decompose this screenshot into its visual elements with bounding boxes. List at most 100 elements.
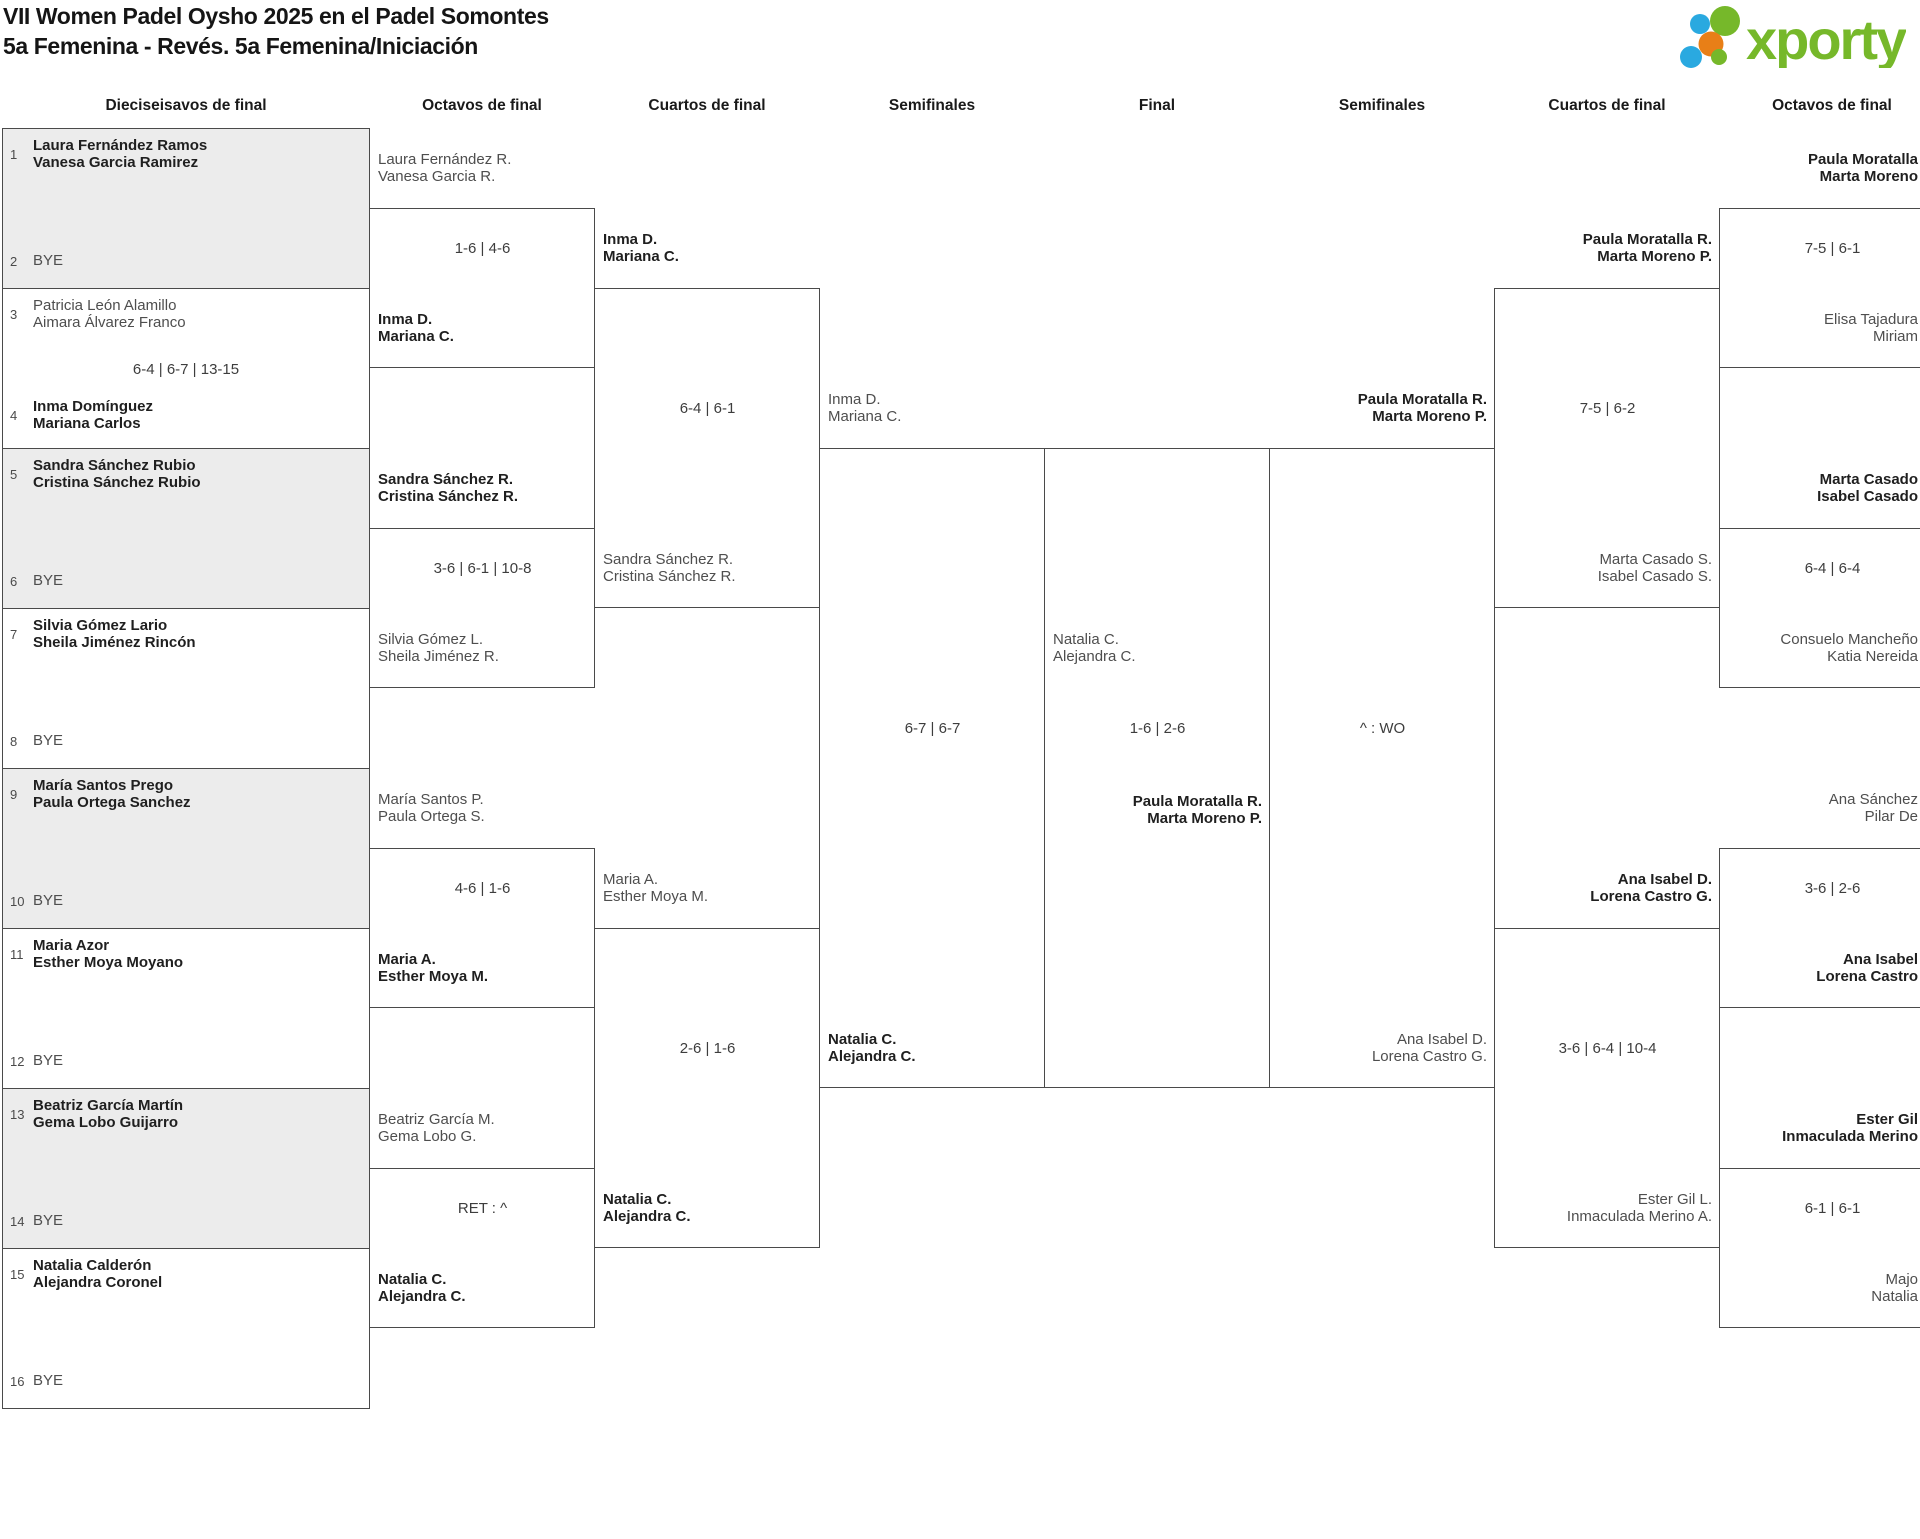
match-score: 6-7 | 6-7	[904, 720, 961, 737]
team-names[interactable]: Natalia C.Alejandra C.	[603, 1191, 812, 1225]
team-name-line: BYE	[33, 1372, 64, 1389]
team-name-line: Paula Moratalla	[1807, 151, 1918, 168]
team-name-line: Katia Nereida	[1827, 647, 1918, 665]
team-name-line: Ana Sánchez	[1828, 791, 1918, 808]
team-names[interactable]: Paula Moratalla R.Marta Moreno P.	[1053, 793, 1262, 827]
match-box	[369, 528, 595, 688]
team-names[interactable]: Ana Isabel D.Lorena Castro G.	[1278, 1031, 1487, 1065]
team-name-line: Maria A.	[603, 871, 659, 888]
match-score: 1-6 | 4-6	[454, 240, 511, 257]
team-name-line: Laura Fernández Ramos	[33, 137, 208, 154]
match-box	[1044, 448, 1270, 1088]
bracket-entry-bye[interactable]: 16 BYE	[3, 1372, 369, 1390]
logo-dot-blue-small	[1690, 14, 1710, 34]
team-name-line: Vanesa Garcia Ramirez	[33, 153, 199, 171]
team-name-line: Natalia C.	[603, 1191, 672, 1208]
team-names[interactable]: Silvia Gómez L.Sheila Jiménez R.	[378, 631, 587, 665]
team-names[interactable]: Inma D.Mariana C.	[378, 311, 587, 345]
match-score: 1-6 | 2-6	[1129, 720, 1186, 737]
team-names[interactable]: Natalia C.Alejandra C.	[828, 1031, 1037, 1065]
match-score: ^ : WO	[1359, 720, 1406, 737]
match-box	[1269, 448, 1495, 1088]
tournament-title: VII Women Padel Oysho 2025 en el Padel S…	[3, 3, 549, 29]
team-names[interactable]: Ester Gil L.Inmaculada Merino A.	[1503, 1191, 1712, 1225]
team-name-line: Inma Domínguez	[33, 398, 154, 415]
team-name-line: Vanesa Garcia R.	[378, 167, 496, 185]
seed-number: 10	[10, 893, 25, 909]
team-names[interactable]: Beatriz García M.Gema Lobo G.	[378, 1111, 587, 1145]
team-name-line: Mariana Carlos	[33, 414, 141, 432]
seed-number: 6	[10, 573, 18, 589]
bracket-entry-bye[interactable]: 10 BYE	[3, 892, 369, 910]
match-box	[594, 928, 820, 1248]
team-name-line: Alejandra C.	[378, 1287, 466, 1305]
team-name-line: Mariana C.	[828, 407, 902, 425]
team-names[interactable]: Inma D.Mariana C.	[603, 231, 812, 265]
team-name-line: Inmaculada Merino A.	[1566, 1207, 1712, 1225]
team-names[interactable]: Ana Isabel D.Lorena Castro G.	[1503, 871, 1712, 905]
team-names[interactable]: Laura Fernández R.Vanesa Garcia R.	[378, 151, 587, 185]
team-names[interactable]: Paula Moratalla R.Marta Moreno P.	[1503, 231, 1712, 265]
team-name-line: Beatriz García Martín	[33, 1097, 184, 1114]
match-box	[1719, 208, 1920, 368]
team-names: BYE	[33, 1052, 63, 1070]
seed-number: 2	[10, 253, 18, 269]
team-names[interactable]: Natalia C.Alejandra C.	[1053, 631, 1262, 665]
match-score: 7-5 | 6-1	[1804, 240, 1861, 257]
team-names[interactable]: Inma D.Mariana C.	[828, 391, 1037, 425]
team-name-line: Patricia León Alamillo	[33, 297, 177, 314]
match-score: RET : ^	[457, 1200, 508, 1217]
tournament-subtitle: 5a Femenina - Revés. 5a Femenina/Iniciac…	[3, 33, 478, 59]
team-names[interactable]: Paula Moratalla R.Marta Moreno P.	[1278, 391, 1487, 425]
match-score: 7-5 | 6-2	[1579, 400, 1636, 417]
team-names[interactable]: Natalia C.Alejandra C.	[378, 1271, 587, 1305]
team-name-line: Alejandra Coronel	[33, 1273, 163, 1291]
seed-number: 16	[10, 1373, 25, 1389]
team-name-line: Paula Moratalla R.	[1357, 391, 1487, 408]
team-names: BYE	[33, 892, 63, 910]
team-names[interactable]: Maria A.Esther Moya M.	[603, 871, 812, 905]
team-names[interactable]: Sandra Sánchez R.Cristina Sánchez R.	[378, 471, 587, 505]
match-box	[1494, 928, 1720, 1248]
team-name-line: María Santos P.	[378, 791, 484, 808]
match-score: 2-6 | 1-6	[679, 1040, 736, 1057]
team-names[interactable]: María Santos P.Paula Ortega S.	[378, 791, 587, 825]
team-name-line: Marta Casado S.	[1599, 551, 1712, 568]
logo-dot-green-small	[1711, 49, 1727, 65]
team-name-line: Natalia	[1871, 1287, 1918, 1305]
team-names[interactable]: Marta Casado S.Isabel Casado S.	[1503, 551, 1712, 585]
team-name-line: Maria Azor	[33, 937, 110, 954]
team-names[interactable]: Maria A.Esther Moya M.	[378, 951, 587, 985]
team-name-line: Alejandra C.	[828, 1047, 916, 1065]
team-names[interactable]: Sandra Sánchez R.Cristina Sánchez R.	[603, 551, 812, 585]
team-name-line: Aimara Álvarez Franco	[33, 313, 186, 331]
